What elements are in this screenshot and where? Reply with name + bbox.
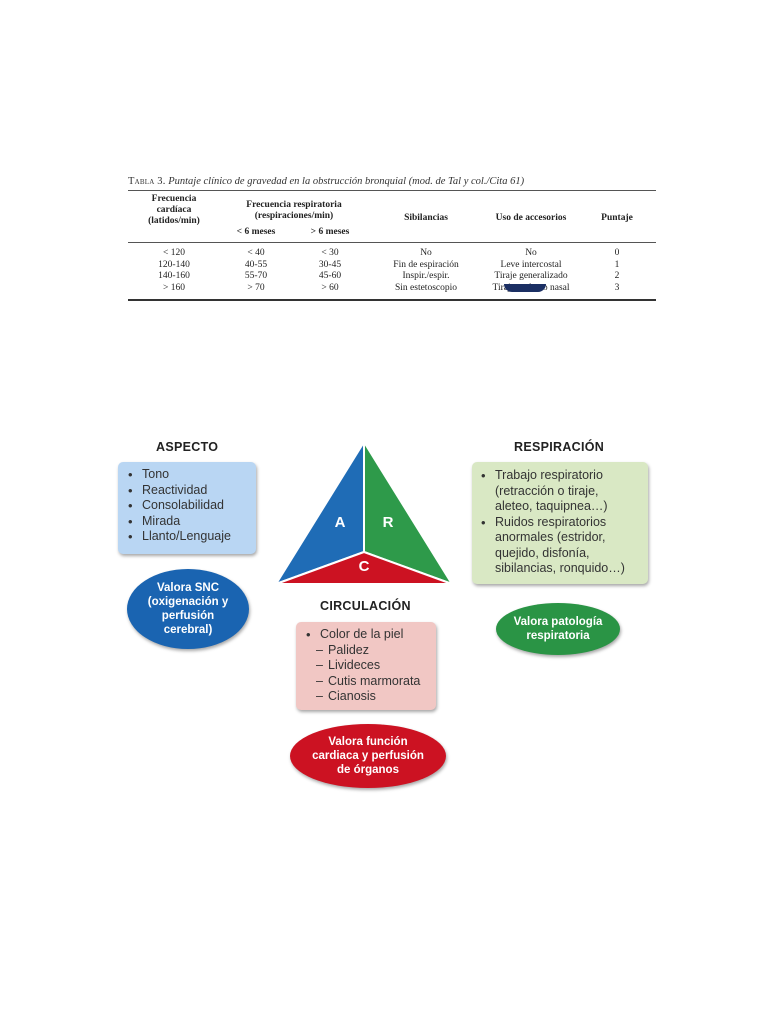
aspecto-item: Reactividad [128, 483, 246, 499]
cell-fr-gt6: > 60 [321, 282, 339, 293]
cell-sibilancias: Inspir./espir. [402, 271, 450, 281]
triangle-label-c: C [359, 558, 370, 575]
respiracion-item: Ruidos respiratorios anormales (estridor… [481, 515, 639, 577]
cell-sibilancias: No [420, 248, 432, 258]
triangle-circulacion-segment [275, 550, 453, 585]
table-row: 140-160 55-70 45-60 Inspir./espir. Tiraj… [128, 271, 656, 283]
table-caption-title: Puntaje clínico de gravedad en la obstru… [168, 176, 525, 187]
circulacion-oval: Valora función cardiaca y perfusión de ó… [290, 724, 446, 788]
cell-fc: < 120 [163, 248, 185, 258]
triangle-label-r: R [383, 514, 394, 531]
cell-puntaje: 3 [614, 282, 620, 293]
page-tab-decoration [504, 284, 546, 292]
assessment-triangle: A R C [273, 438, 455, 586]
header-sibilancias: Sibilancias [368, 191, 484, 243]
severity-score-table-block: Tabla 3. Puntaje clínico de gravedad en … [128, 176, 656, 301]
aspecto-oval-text: Valora SNC (oxigenación y perfusión cere… [147, 582, 229, 636]
aspecto-item: Mirada [128, 514, 246, 530]
cell-fr-lt6: < 40 [247, 248, 265, 258]
cell-fr-lt6: > 70 [247, 282, 265, 293]
aspecto-item: Tono [128, 467, 246, 483]
header-puntaje: Puntaje [578, 191, 656, 243]
respiracion-title: RESPIRACIÓN [514, 440, 605, 454]
header-accesorios: Uso de accesorios [484, 191, 578, 243]
circulacion-title: CIRCULACIÓN [320, 599, 411, 613]
cell-fr-gt6: < 30 [321, 248, 339, 258]
respiracion-oval: Valora patología respiratoria [496, 603, 620, 655]
circulacion-item: Color de la piel [306, 627, 426, 643]
aspecto-oval: Valora SNC (oxigenación y perfusión cere… [127, 569, 249, 649]
table-row: < 120 < 40 < 30 No No 0 [128, 243, 656, 260]
respiracion-item: Trabajo respiratorio (retracción o tiraj… [481, 468, 639, 515]
circulacion-subitem: Palidez [306, 643, 426, 659]
table-row: 120-140 40-55 30-45 Fin de espiración Le… [128, 260, 656, 272]
circulacion-box: Color de la piel Palidez Livideces Cutis… [296, 622, 436, 710]
cell-fr-lt6: 40-55 [244, 259, 268, 270]
header-fc: Frecuencia cardíaca (latidos/min) [148, 194, 200, 226]
header-fr-gt6: > 6 meses [292, 227, 368, 243]
cell-sibilancias: Fin de espiración [393, 259, 459, 270]
circulacion-subitem: Livideces [306, 658, 426, 674]
cell-fc: 120-140 [158, 259, 190, 270]
cell-fr-gt6: 30-45 [318, 259, 342, 270]
circulacion-subitem: Cutis marmorata [306, 674, 426, 690]
aspecto-item: Llanto/Lenguaje [128, 529, 246, 545]
table-row: > 160 > 70 > 60 Sin estetoscopio Tiraje … [128, 283, 656, 301]
aspecto-box: Tono Reactividad Consolabilidad Mirada L… [118, 462, 256, 554]
header-fr-lt6: < 6 meses [220, 227, 292, 243]
table-caption: Tabla 3. Puntaje clínico de gravedad en … [128, 176, 656, 191]
header-fc-spacer [128, 227, 220, 243]
cell-fc: > 160 [163, 282, 185, 293]
cell-puntaje: 0 [614, 248, 620, 258]
cell-puntaje: 1 [614, 259, 620, 270]
severity-score-table: Frecuencia cardíaca (latidos/min) Frecue… [128, 191, 656, 301]
cell-fr-gt6: 45-60 [318, 271, 342, 281]
cell-accesorios: No [525, 248, 537, 258]
cell-puntaje: 2 [614, 271, 620, 281]
table-caption-lead: Tabla 3. [128, 176, 166, 187]
respiracion-box: Trabajo respiratorio (retracción o tiraj… [472, 462, 648, 584]
cell-accesorios: Leve intercostal [500, 259, 562, 270]
triangle-label-a: A [335, 514, 346, 531]
cell-fc: 140-160 [158, 271, 190, 281]
aspecto-item: Consolabilidad [128, 498, 246, 514]
circulacion-subitem: Cianosis [306, 689, 426, 705]
respiracion-oval-text: Valora patología respiratoria [513, 616, 603, 642]
circulacion-oval-text: Valora función cardiaca y perfusión de ó… [312, 736, 424, 776]
header-fr: Frecuencia respiratoria (respiraciones/m… [246, 199, 342, 221]
cell-accesorios: Tiraje generalizado [494, 271, 568, 281]
aspecto-title: ASPECTO [156, 440, 219, 454]
cell-sibilancias: Sin estetoscopio [394, 282, 457, 293]
cell-fr-lt6: 55-70 [244, 271, 268, 281]
